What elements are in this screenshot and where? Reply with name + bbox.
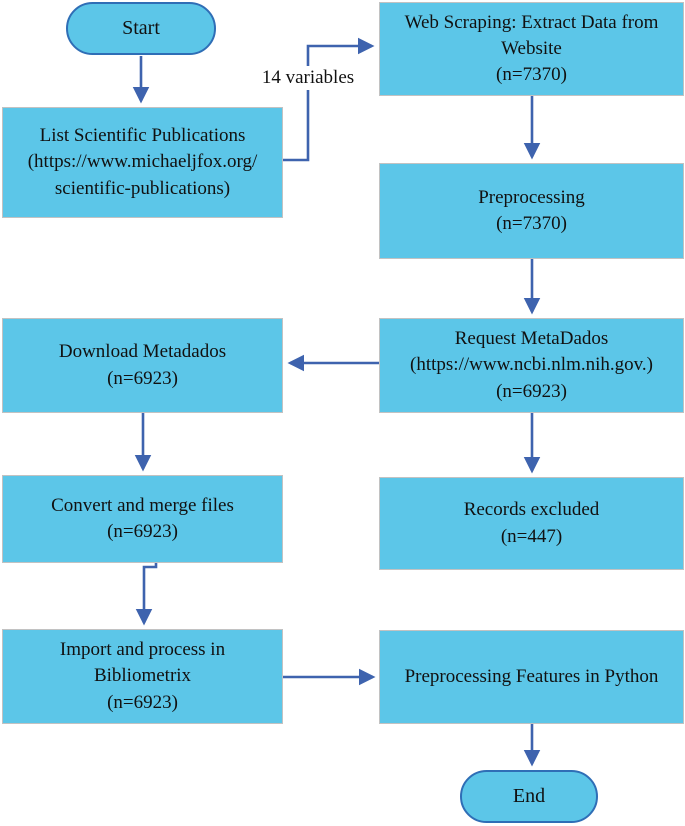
edge-convert-to-import: [135, 563, 158, 626]
node-request-metadados: Request MetaDados (https://www.ncbi.nlm.…: [379, 318, 684, 413]
node-list-publications: List Scientific Publications (https://ww…: [2, 107, 283, 218]
node-web-scraping-label: Web Scraping: Extract Data from Website …: [404, 11, 659, 86]
node-preprocessing: Preprocessing (n=7370): [379, 163, 684, 259]
node-convert-merge-label: Convert and merge files (n=6923): [51, 494, 234, 542]
node-request-metadados-label: Request MetaDados (https://www.ncbi.nlm.…: [410, 328, 653, 402]
node-end-label: End: [512, 784, 546, 807]
node-preprocessing-features-label: Preprocessing Features in Python: [404, 665, 659, 687]
node-download-metadados: Download Metadados (n=6923): [2, 318, 283, 413]
node-download-metadados-label: Download Metadados (n=6923): [58, 341, 227, 389]
node-convert-merge: Convert and merge files (n=6923): [2, 475, 283, 563]
node-web-scraping: Web Scraping: Extract Data from Website …: [379, 2, 684, 96]
node-import-bibliometrix: Import and process in Bibliometrix (n=69…: [2, 629, 283, 724]
node-records-excluded: Records excluded (n=447): [379, 477, 684, 570]
node-preprocessing-features: Preprocessing Features in Python: [379, 630, 684, 724]
edge-list-to-webscraping: [283, 37, 375, 162]
node-start-label: Start: [122, 16, 160, 39]
node-records-excluded-label: Records excluded (n=447): [463, 499, 600, 547]
edge-label-14-variables-text: 14 variables: [261, 67, 355, 88]
node-list-publications-label: List Scientific Publications (https://ww…: [27, 125, 258, 199]
node-start: Start: [66, 2, 216, 55]
edge-label-14-variables: 14 variables: [252, 66, 364, 90]
node-preprocessing-label: Preprocessing (n=7370): [478, 186, 585, 234]
node-end: End: [460, 770, 598, 823]
node-import-bibliometrix-label: Import and process in Bibliometrix (n=69…: [59, 639, 226, 713]
